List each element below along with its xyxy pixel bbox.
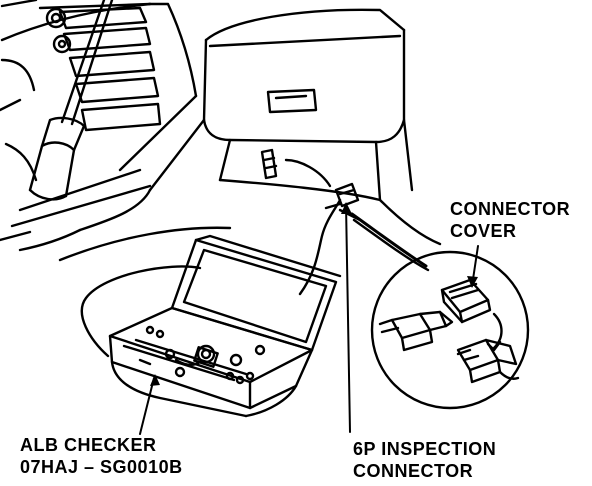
alb-checker-part-number: 07HAJ – SG0010B	[20, 457, 183, 477]
glove-box	[78, 2, 414, 232]
inspection-connector-small	[324, 182, 360, 210]
alb-checker-box	[108, 234, 342, 418]
floor-outline	[0, 198, 442, 262]
alb-checker-label-line1: ALB CHECKER	[20, 435, 157, 455]
alb-checker-label: ALB CHECKER 07HAJ – SG0010B	[20, 434, 183, 478]
connector-cover-label: CONNECTOR COVER	[450, 198, 570, 242]
connector-cover-label-line1: CONNECTOR	[450, 199, 571, 219]
inspection-connector-label-line2: CONNECTOR	[353, 461, 474, 481]
leader-arrowheads	[150, 202, 478, 386]
dashboard-vents	[0, 0, 162, 182]
inspection-connector-label-line1: 6P INSPECTION	[353, 439, 497, 459]
detail-magnifier	[370, 250, 530, 410]
inspection-connector-label: 6P INSPECTION CONNECTOR	[353, 438, 496, 482]
shift-lever	[10, 0, 152, 228]
connector-cover-label-line2: COVER	[450, 221, 517, 241]
